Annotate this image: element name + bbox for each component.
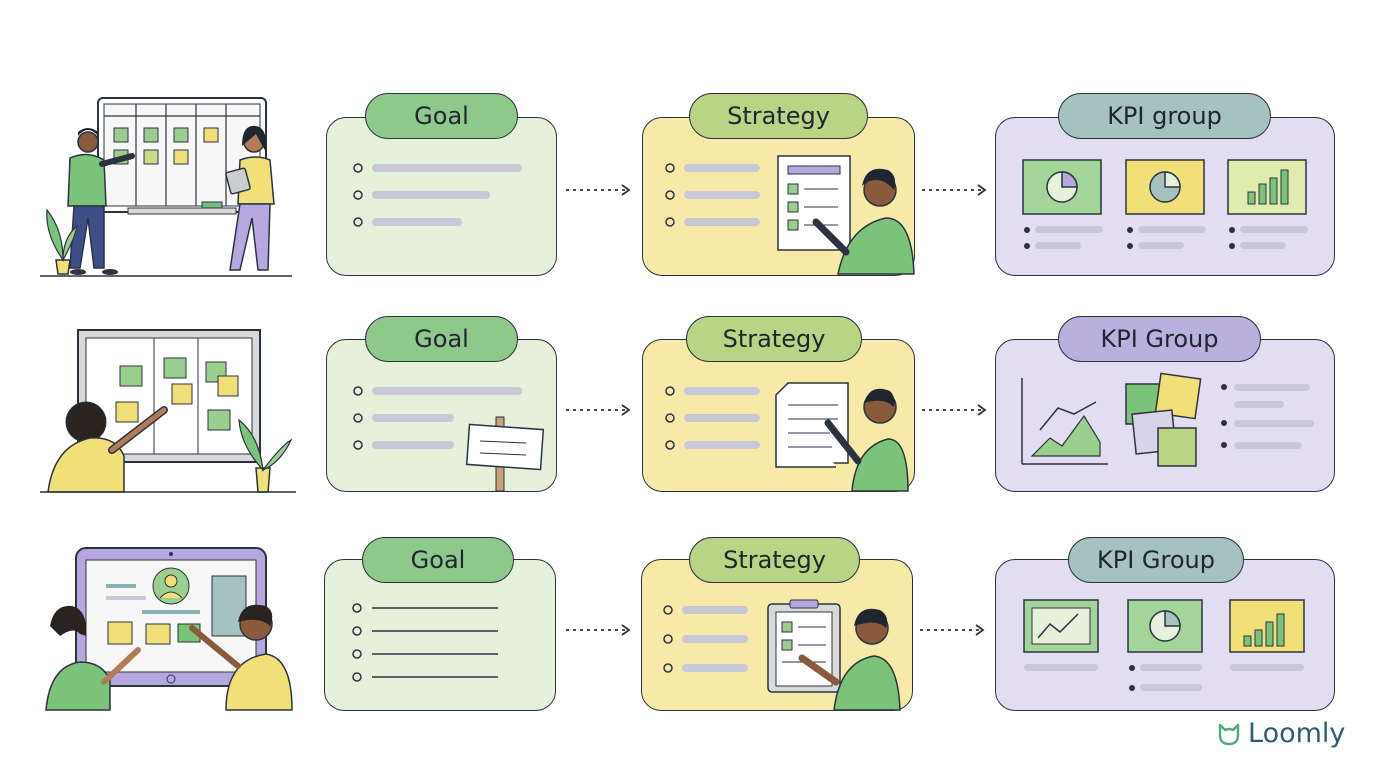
goal-bullet-list xyxy=(353,163,522,227)
strategy-label: Strategy xyxy=(723,546,826,574)
goal-pill: Goal xyxy=(365,316,518,362)
brand-logo: Loomly xyxy=(1216,718,1345,749)
kpi-label: KPI Group xyxy=(1097,546,1215,574)
flow-arrow xyxy=(566,404,631,416)
kpi-widgets xyxy=(1022,159,1308,249)
team-board-illustration xyxy=(40,97,292,277)
flow-arrow xyxy=(566,184,631,196)
goal-pill: Goal xyxy=(365,93,518,139)
kpi-pill: KPI group xyxy=(1058,93,1271,139)
goal-card xyxy=(324,559,556,711)
cat-head-icon xyxy=(1218,723,1240,745)
kpi-pill: KPI Group xyxy=(1058,316,1261,362)
strategy-label: Strategy xyxy=(727,102,830,130)
kpi-label: KPI group xyxy=(1107,102,1222,130)
sticky-board-illustration xyxy=(40,329,296,493)
kpi-widgets xyxy=(1021,372,1314,467)
tablet-collab-illustration xyxy=(45,547,293,711)
goal-label: Goal xyxy=(414,102,469,130)
kpi-pill: KPI Group xyxy=(1068,537,1244,583)
flow-arrow xyxy=(920,624,985,636)
goal-bullet-list xyxy=(353,386,545,492)
kpi-label: KPI Group xyxy=(1100,325,1219,353)
strategy-pill: Strategy xyxy=(689,537,860,583)
strategy-illustration xyxy=(665,382,909,492)
flow-arrow xyxy=(922,404,987,416)
goal-bullet-list xyxy=(352,603,498,682)
strategy-illustration xyxy=(663,599,901,711)
strategy-label: Strategy xyxy=(722,325,826,353)
strategy-illustration xyxy=(665,155,915,275)
brand-name: Loomly xyxy=(1248,718,1346,749)
goal-pill: Goal xyxy=(362,537,514,583)
flow-arrow xyxy=(566,624,631,636)
strategy-pill: Strategy xyxy=(689,93,868,139)
flow-arrow xyxy=(922,184,987,196)
goal-label: Goal xyxy=(410,546,466,574)
strategy-pill: Strategy xyxy=(686,316,862,362)
kpi-widgets xyxy=(1023,599,1305,691)
goal-label: Goal xyxy=(414,325,469,353)
